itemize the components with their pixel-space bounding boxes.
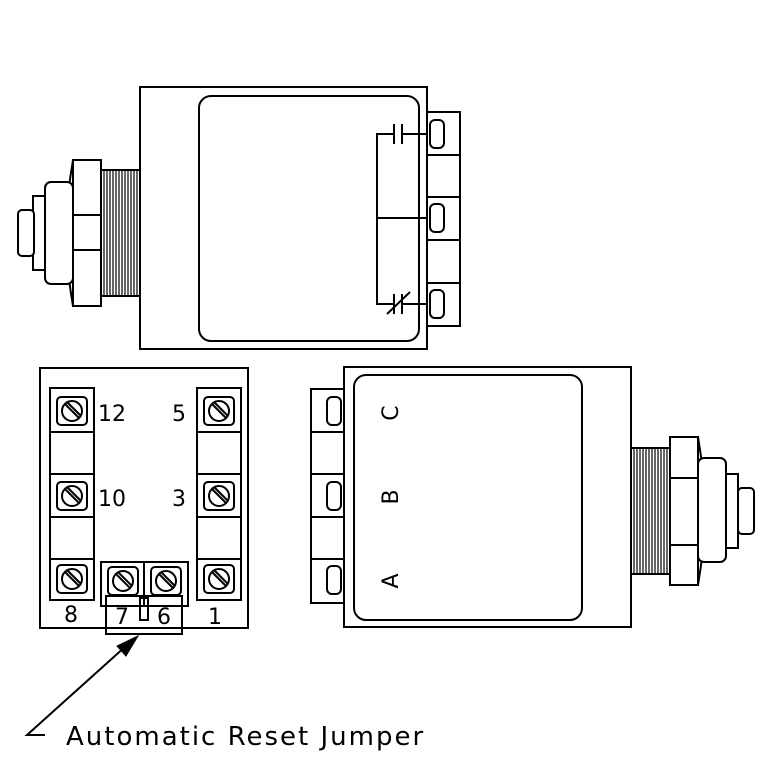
left-terminal-strip [49,387,95,601]
right-terminal-strip [196,387,242,601]
screw-6 [150,566,182,596]
screw-7 [107,566,139,596]
side-terminal-strip [310,388,345,604]
screw-3 [203,481,235,511]
terminal-label-5: 5 [172,402,186,427]
terminal-block [39,367,249,629]
terminal-label-8: 8 [64,603,78,628]
side-label-b: B [379,489,404,504]
terminal-label-1: 1 [208,605,222,630]
screw-12 [56,396,88,426]
terminal-label-3: 3 [172,487,186,512]
terminal-label-10: 10 [98,487,126,512]
side-label-c: C [379,405,404,420]
caption-text: Automatic Reset Jumper [66,722,425,752]
terminal-view: 12 5 10 3 8 7 6 1 [39,367,249,635]
side-hex-nut [669,436,699,586]
terminal-label-12: 12 [98,402,126,427]
side-button [737,487,755,535]
top-thread-lines [103,170,138,296]
side-thread-lines [633,448,668,574]
screw-1 [203,564,235,594]
side-terminal-screw [326,565,342,595]
caption-leader [24,634,140,736]
side-label-a: A [379,573,404,588]
top-washer [44,181,74,285]
top-button [17,209,35,257]
side-washer [697,457,727,563]
side-cover [353,374,583,621]
terminal-label-6: 6 [157,605,171,630]
screw-10 [56,481,88,511]
side-terminal-screw [326,396,342,426]
top-view [17,86,461,350]
screw-5 [203,396,235,426]
top-terminal-screw [429,119,445,149]
screw-8 [56,564,88,594]
top-hex-nut [72,159,102,307]
leader-arrowhead [116,634,140,657]
top-terminal-screw [429,203,445,233]
side-view: C B A [310,366,755,628]
terminal-label-7: 7 [115,605,129,630]
reset-jumper [105,595,183,635]
side-terminal-screw [326,481,342,511]
contact-schematic [376,124,427,315]
top-terminal-screw [429,289,445,319]
side-button-collar [725,473,739,549]
